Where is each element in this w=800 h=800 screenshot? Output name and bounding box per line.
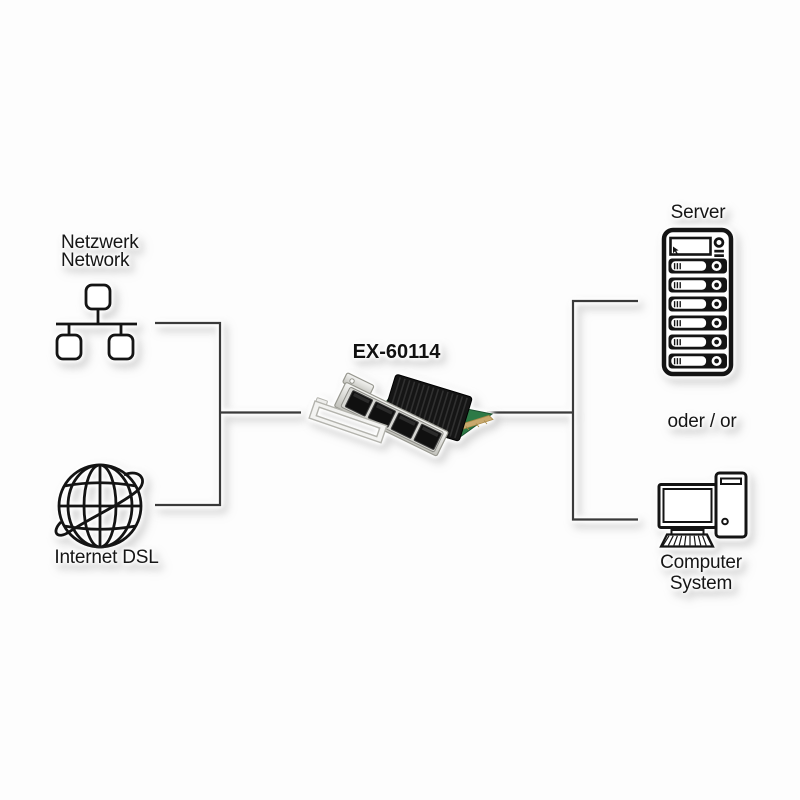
- orbit-swoosh: [54, 471, 144, 537]
- rj45-port: [344, 390, 373, 417]
- network-label-line1: Netzwerk: [61, 232, 139, 253]
- bracket-with-ports: [334, 372, 449, 457]
- tower-case: [714, 471, 748, 539]
- lan-network-icon: [55, 283, 137, 361]
- rj45-port: [413, 423, 442, 450]
- edge-card-to-server-computer: [487, 299, 638, 521]
- rj45-port: [367, 401, 396, 428]
- server-label: Server: [670, 202, 726, 223]
- computer-label: Computer System: [641, 552, 761, 594]
- pcie-network-card-image: [308, 372, 494, 457]
- network-label: Netzwerk Network: [61, 232, 139, 271]
- globe-icon: [54, 463, 144, 549]
- low-profile-bracket: [308, 397, 388, 444]
- internet-dsl-label: Internet DSL: [54, 547, 159, 568]
- computer-label-line1: Computer: [660, 552, 742, 573]
- network-label-line2: Network: [61, 250, 130, 271]
- monitor: [657, 483, 718, 536]
- product-title: EX-60114: [352, 341, 441, 363]
- computer-label-line2: System: [669, 573, 733, 594]
- rj45-port: [390, 412, 419, 439]
- server-power-button: [713, 237, 725, 248]
- server-rack-icon: [661, 227, 734, 377]
- desktop-computer-icon: [657, 471, 748, 548]
- keyboard: [659, 533, 715, 548]
- edge-network-internet-to-card: [155, 321, 301, 507]
- cursor-arrow-icon: [673, 246, 679, 255]
- or-label: oder / or: [667, 411, 737, 432]
- server-display: [669, 236, 712, 256]
